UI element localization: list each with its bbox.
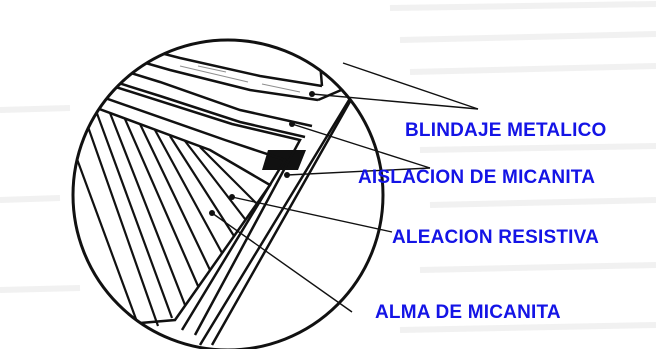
alma-core [73,98,272,332]
label-alma-de-micanita: ALMA DE MICANITA [375,302,561,323]
label-aleacion-resistiva: ALEACION RESISTIVA [392,227,599,248]
detail-circle-outline [71,38,385,349]
sheath-texture [179,65,301,93]
detail-view [73,40,383,349]
label-aislacion-de-micanita: AISLACION DE MICANITA [358,167,596,188]
label-blindaje-metalico: BLINDAJE METALICO [405,120,607,141]
leader-lines [211,62,479,313]
